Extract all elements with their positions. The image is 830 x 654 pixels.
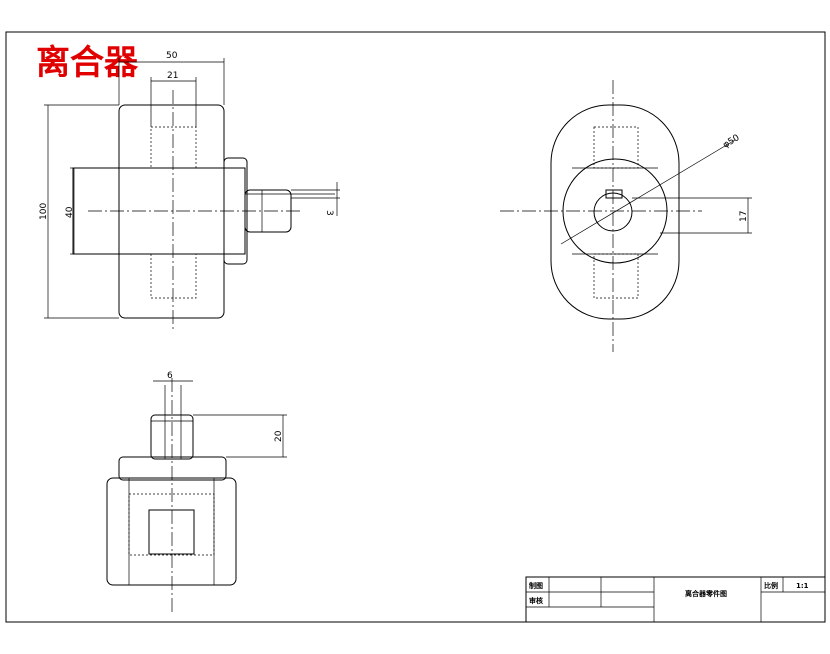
scale-label: 比例 [764,581,778,590]
scale-value: 1:1 [796,582,809,590]
dim-40: 40 [65,206,75,218]
dim-100: 100 [39,203,49,220]
top-view: 6 20 [106,371,287,612]
side-slot-top [593,126,639,169]
dim-6: 6 [167,371,173,381]
top-body [106,477,237,586]
drawing-frame [5,31,826,623]
front-view: 50 21 100 40 3 [39,51,340,330]
dim-phi50: φ50 [721,133,741,151]
front-slot-bottom [150,253,197,299]
dim-3: 3 [324,210,334,216]
dim-50: 50 [166,51,178,61]
checked-by-label: 审核 [529,596,543,605]
top-center-square [148,509,195,555]
top-hidden-bore [128,493,215,556]
drawn-by-label: 制图 [529,581,543,590]
top-flange [118,456,227,481]
top-shaft [150,414,194,460]
title-block: 制图 审核 离合器零件图 比例 1:1 [525,576,826,623]
side-keyway [605,189,623,199]
dim-21: 21 [167,71,178,81]
side-view: φ50 17 [500,80,752,352]
dim-17: 17 [739,211,749,222]
dim-20: 20 [274,430,284,442]
front-body [118,104,225,319]
side-body [550,104,680,320]
part-title: 离合器零件图 [685,589,727,598]
drawing-title: 离合器 [36,43,139,83]
front-slot-top [150,126,197,169]
